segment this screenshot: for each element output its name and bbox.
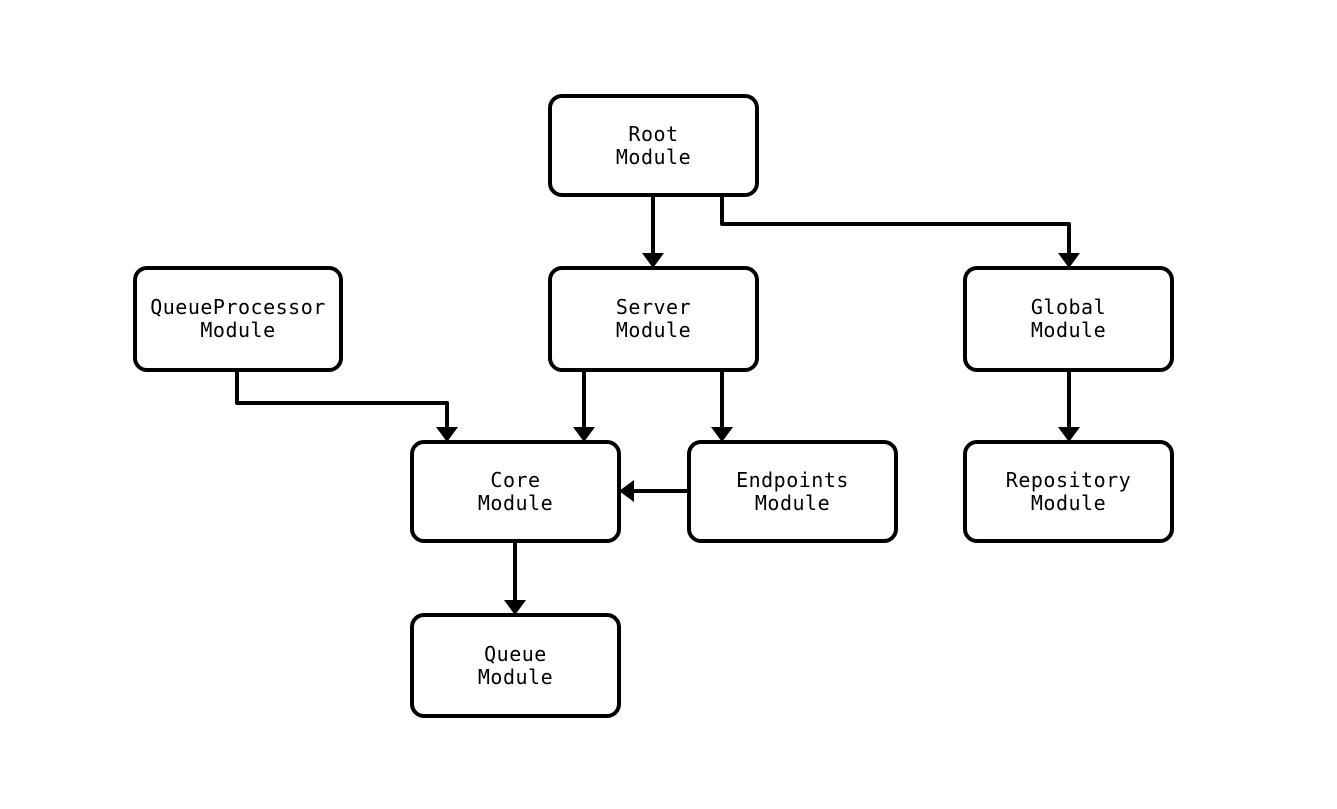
node-label-secondary: Module xyxy=(477,490,554,515)
node-label-secondary: Module xyxy=(1030,318,1107,342)
node-label-secondary: Module xyxy=(615,144,692,169)
node-label-secondary: Module xyxy=(477,664,554,689)
node-label-primary: Endpoints xyxy=(736,467,849,492)
node-label-primary: Queue xyxy=(484,641,547,666)
node-label-secondary: Module xyxy=(754,490,831,515)
node-label-primary: Server xyxy=(615,295,692,319)
node-label-secondary: Module xyxy=(615,318,692,342)
node-label-primary: Global xyxy=(1030,295,1107,319)
node-label-primary: QueueProcessor xyxy=(150,295,326,319)
node-label-primary: Repository xyxy=(1005,467,1132,492)
node-label-secondary: Module xyxy=(1030,490,1107,515)
node-label-primary: Core xyxy=(490,467,541,492)
node-label-secondary: Module xyxy=(200,318,276,342)
node-label-primary: Root xyxy=(628,121,679,146)
